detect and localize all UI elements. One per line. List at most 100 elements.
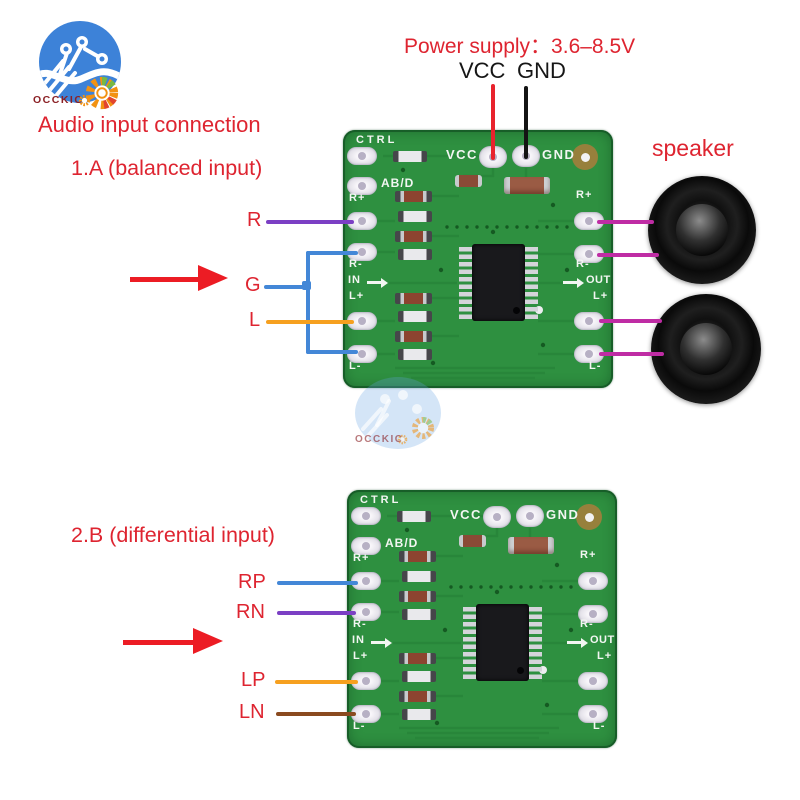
smd-resistor: [402, 609, 436, 620]
silk-l-plus-right: L+: [593, 290, 609, 302]
silk-r-minus-left: R-: [349, 258, 363, 270]
wire-lp-to-lplus: [275, 680, 358, 684]
pad-r-plus-right: [574, 212, 604, 230]
section2-title: 2.B (differential input): [71, 523, 275, 547]
silk-l-minus-right: L-: [589, 360, 602, 372]
pad-r-plus-left: [347, 212, 377, 230]
gnd-label: GND: [517, 58, 566, 83]
smd-resistor: [395, 191, 432, 202]
wire-r-to-rplus: [266, 220, 354, 224]
silk-l-minus-right: L-: [593, 720, 606, 732]
speaker-1: [648, 176, 756, 284]
pad-r-minus-right: [578, 605, 608, 623]
speaker-2-dome: [679, 322, 733, 376]
watermark-traces-icon: [361, 390, 422, 439]
smd-capacitor: [504, 177, 550, 194]
vcc-label: VCC: [459, 58, 506, 83]
pad-l-plus-left: [347, 312, 377, 330]
silk-in: IN: [348, 274, 361, 286]
wire-rn-to-rminus: [277, 611, 356, 615]
out-arrow-icon: [567, 637, 588, 648]
pad-l-plus-right: [574, 312, 604, 330]
silk-abd: AB/D: [381, 176, 415, 190]
smd-capacitor: [459, 535, 486, 547]
pad-r-minus-left: [351, 603, 381, 621]
smd-resistor: [399, 653, 436, 664]
pad-gnd: [516, 505, 544, 527]
pad-l-minus-left: [351, 705, 381, 723]
silk-in: IN: [352, 634, 365, 646]
ic-pins-left: [463, 607, 476, 679]
wire-g-junction: [302, 281, 311, 290]
amplifier-ic: [463, 603, 542, 682]
smd-resistor: [399, 551, 436, 562]
wire-rminus-to-speaker1: [597, 253, 659, 257]
smd-resistor: [399, 591, 436, 602]
wire-rplus-to-speaker1: [597, 220, 654, 224]
silk-r-plus-left: R+: [349, 192, 366, 204]
smd-resistor: [398, 211, 432, 222]
circuit-traces-icon: [39, 36, 121, 99]
pad-abd: [351, 537, 381, 555]
silk-r-plus-right: R+: [576, 189, 593, 201]
wire-g-main: [264, 285, 309, 289]
smd-resistor: [398, 349, 432, 360]
silk-r-plus-left: R+: [353, 552, 370, 564]
smd-resistor: [395, 231, 432, 242]
in-arrow-icon: [367, 277, 388, 288]
pcb-board-2: CTRL VCC GND AB/D R+ R- IN L+ L- R+ R- O…: [347, 490, 617, 748]
input-label-g: G: [245, 274, 261, 296]
section1-title: 1.A (balanced input): [71, 156, 263, 180]
arrow2-icon: [193, 628, 223, 654]
input-label-lp: LP: [241, 669, 266, 691]
smd-resistor: [397, 511, 431, 522]
silk-ctrl: CTRL: [360, 494, 402, 506]
wire-g-vertical: [306, 251, 310, 354]
gnd-wire: [524, 86, 528, 159]
smd-resistor: [398, 249, 432, 260]
ic-pins-right: [525, 247, 538, 319]
arrow1-shaft: [130, 277, 200, 282]
pad-ctrl: [347, 147, 377, 165]
input-label-rn: RN: [236, 601, 265, 623]
pad-l-minus-right: [578, 705, 608, 723]
pcb-traces: [377, 154, 574, 380]
pad-r-minus-left: [347, 243, 377, 261]
pad-r-plus-left: [351, 572, 381, 590]
silk-r-minus-right: R-: [580, 618, 594, 630]
small-gear-icon: [78, 94, 91, 107]
brand-logo: OCCKIC: [30, 16, 142, 118]
silk-r-minus-left: R-: [353, 618, 367, 630]
mounting-hole: [572, 144, 598, 170]
pad-ctrl: [351, 507, 381, 525]
silk-r-minus-right: R-: [576, 258, 590, 270]
smd-capacitor: [508, 537, 554, 554]
input-label-ln: LN: [239, 701, 265, 723]
amplifier-ic: [459, 243, 538, 322]
smd-capacitor: [455, 175, 482, 187]
pad-r-plus-right: [578, 572, 608, 590]
watermark-brand-text: OCCKIC: [355, 434, 404, 445]
silk-l-plus-left: L+: [353, 650, 369, 662]
silk-vcc: VCC: [450, 507, 482, 522]
brand-text: OCCKIC: [33, 94, 84, 106]
wire-rp-to-rplus: [277, 581, 358, 585]
smd-resistor: [402, 709, 436, 720]
silk-gnd: GND: [546, 507, 580, 522]
smd-resistor: [398, 311, 432, 322]
smd-resistor: [395, 331, 432, 342]
arrow1-icon: [198, 265, 228, 291]
silk-gnd: GND: [542, 147, 576, 162]
ic-pins-right: [529, 607, 542, 679]
out-arrow-icon: [563, 277, 584, 288]
pad-abd: [347, 177, 377, 195]
page-title: Audio input connection: [38, 112, 261, 137]
power-supply-label: Power supply：3.6–8.5V: [404, 35, 636, 58]
silk-l-plus-right: L+: [597, 650, 613, 662]
silk-out: OUT: [586, 274, 611, 286]
smd-resistor: [399, 691, 436, 702]
silk-vcc: VCC: [446, 147, 478, 162]
input-label-rp: RP: [238, 571, 266, 593]
pad-l-minus-left: [347, 345, 377, 363]
